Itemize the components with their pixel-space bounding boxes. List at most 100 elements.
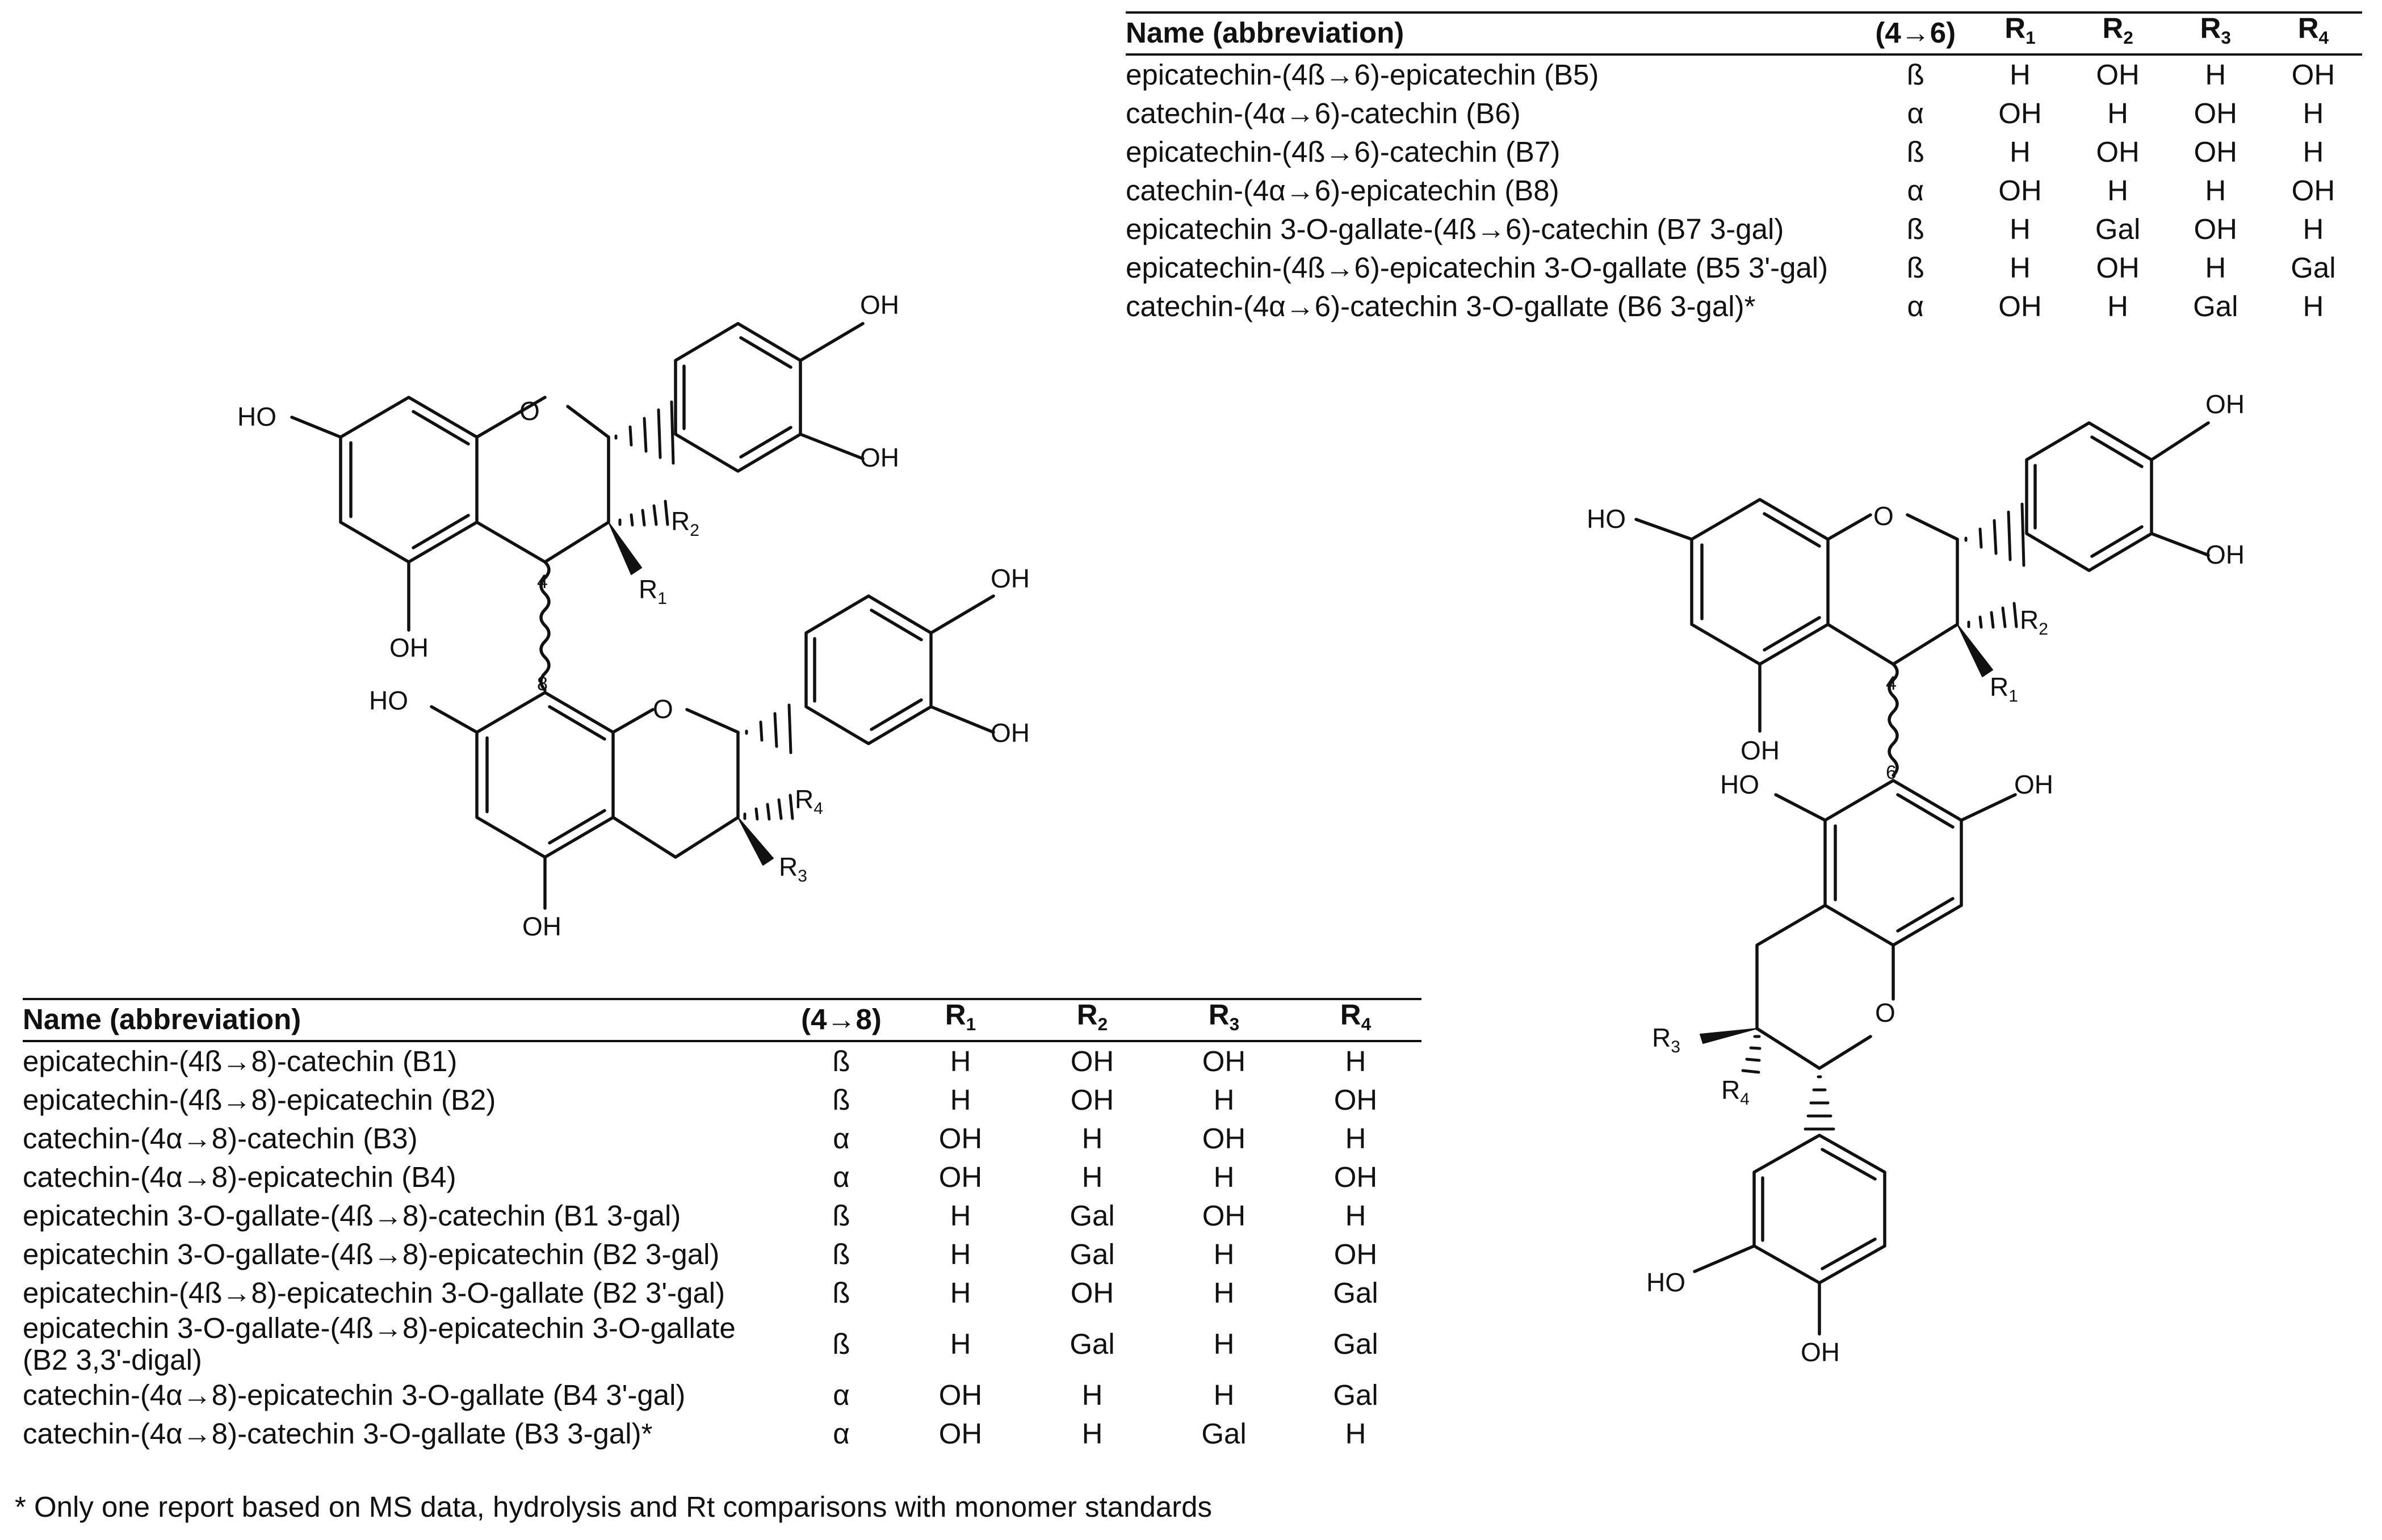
label-oh: OH [860,443,899,472]
cell-r1: H [950,1199,971,1232]
label-o: O [1873,501,1894,531]
cell-linkage: α [1907,290,1924,323]
cell-linkage: α [833,1122,850,1155]
table-row: catechin-(4α→8)-catechin (B3) α OH H OH H [23,1119,1421,1158]
label-oh: OH [2014,770,2053,799]
table-row: epicatechin 3-O-gallate-(4ß→8)-epicatech… [23,1312,1421,1376]
label-ho: HO [237,402,276,431]
cell-r4: OH [2291,58,2335,91]
table-header-row: Name (abbreviation) (4→8) R1 R2 R3 R4 [23,998,1421,1042]
cell-name: catechin-(4α→8)-catechin (B3) [23,1122,418,1155]
cell-name: epicatechin-(4ß→8)-epicatechin 3-O-galla… [23,1277,725,1310]
cell-r3: OH [2194,97,2238,130]
header-r3: R3 [1158,998,1290,1042]
label-oh: OH [2205,540,2245,569]
label-r4: R4 [795,784,823,818]
table-row: epicatechin 3-O-gallate-(4ß→6)-catechin … [1126,210,2362,249]
cell-linkage: ß [832,1045,850,1078]
cell-name: catechin-(4α→8)-epicatechin 3-O-gallate … [23,1379,686,1412]
cell-linkage: ß [1906,251,1924,284]
cell-r4: H [2303,213,2324,246]
cell-linkage: ß [1906,136,1924,169]
cell-name: epicatechin 3-O-gallate-(4ß→8)-epicatech… [23,1238,720,1271]
label-oh: OH [991,564,1030,593]
cell-r3: Gal [2193,290,2238,323]
cell-r2: Gal [2095,213,2141,246]
cell-r3: H [1213,1084,1235,1117]
cell-r3: OH [2194,136,2238,169]
header-r1: R1 [895,998,1026,1042]
label-r2: R2 [2020,605,2048,639]
structure-4-8-dimer [290,322,995,910]
cell-name: epicatechin 3-O-gallate-(4ß→8)-catechin … [23,1199,681,1232]
cell-r4: H [1345,1199,1366,1232]
cell-r3: Gal [1201,1417,1247,1450]
cell-r2: OH [2096,58,2140,91]
cell-r3: H [1213,1277,1235,1310]
cell-r3: H [2205,251,2226,284]
cell-r4: H [1345,1122,1366,1155]
cell-r1: OH [1998,97,2042,130]
cell-linkage: ß [832,1277,850,1310]
cell-r1: OH [938,1417,983,1450]
label-oh: OH [522,912,561,941]
cell-r1: H [2010,136,2031,169]
label-r2: R2 [671,506,699,540]
label-ho: HO [1587,504,1626,534]
locant-4: 4 [537,571,548,593]
cell-r4: H [2303,97,2324,130]
label-r3: R3 [1652,1023,1680,1056]
table-row: epicatechin-(4ß→6)-epicatechin 3-O-galla… [1126,249,2362,287]
header-r1: R1 [1971,11,2069,56]
header-linkage: (4→6) [1860,11,1972,56]
cell-r4: Gal [1333,1277,1378,1310]
cell-r3: H [2205,58,2226,91]
table-4-6-linkage: Name (abbreviation) (4→6) R1 R2 R3 R4 ep… [1126,11,2362,326]
cell-linkage: ß [832,1328,850,1361]
label-oh: OH [389,633,429,662]
label-o: O [653,694,673,724]
cell-r2: H [1081,1417,1103,1450]
label-oh: OH [1741,736,1780,765]
footnote: * Only one report based on MS data, hydr… [15,1491,1213,1523]
cell-r3: OH [1202,1122,1246,1155]
label-ho: HO [1646,1268,1685,1297]
cell-name: catechin-(4α→6)-epicatechin (B8) [1126,174,1559,207]
label-r4: R4 [1721,1075,1750,1109]
header-name: Name (abbreviation) [1126,11,1860,56]
cell-name: catechin-(4α→8)-catechin 3-O-gallate (B3… [23,1417,653,1450]
cell-linkage: α [833,1161,850,1194]
table-row: epicatechin 3-O-gallate-(4ß→8)-catechin … [23,1197,1421,1235]
cell-r1: H [950,1277,971,1310]
cell-r1: H [950,1084,971,1117]
header-name: Name (abbreviation) [23,998,788,1042]
cell-r4: H [2303,290,2324,323]
header-r4: R4 [2264,11,2362,56]
cell-r4: OH [1333,1161,1378,1194]
cell-name: catechin-(4α→8)-epicatechin (B4) [23,1161,456,1194]
cell-r2: H [2107,97,2129,130]
label-r1: R1 [1990,672,2018,706]
cell-r2: H [2107,290,2129,323]
cell-r1: OH [1998,174,2042,207]
cell-r2: H [1081,1161,1103,1194]
header-r4: R4 [1290,998,1421,1042]
cell-r1: OH [938,1122,983,1155]
cell-r2: Gal [1070,1328,1115,1361]
cell-r1: H [2010,251,2031,284]
cell-r1: H [950,1045,971,1078]
cell-r2: OH [1070,1277,1114,1310]
cell-name: epicatechin 3-O-gallate-(4ß→8)-epicatech… [23,1311,736,1376]
table-row: catechin-(4α→8)-catechin 3-O-gallate (B3… [23,1415,1421,1453]
label-o: O [519,396,540,426]
structure-4-8-labels: HO OH O OH OH R2 R1 4 8 HO OH O OH OH R4… [237,290,1030,941]
cell-r1: H [950,1328,971,1361]
structure-4-6-labels: HO OH O OH OH R2 R1 4 6 HO OH O R3 R4 HO… [1587,389,2245,1367]
cell-r2: H [1081,1122,1103,1155]
cell-r4: OH [1333,1084,1378,1117]
label-oh: OH [1801,1337,1840,1367]
cell-name: epicatechin-(4ß→8)-epicatechin (B2) [23,1084,496,1117]
